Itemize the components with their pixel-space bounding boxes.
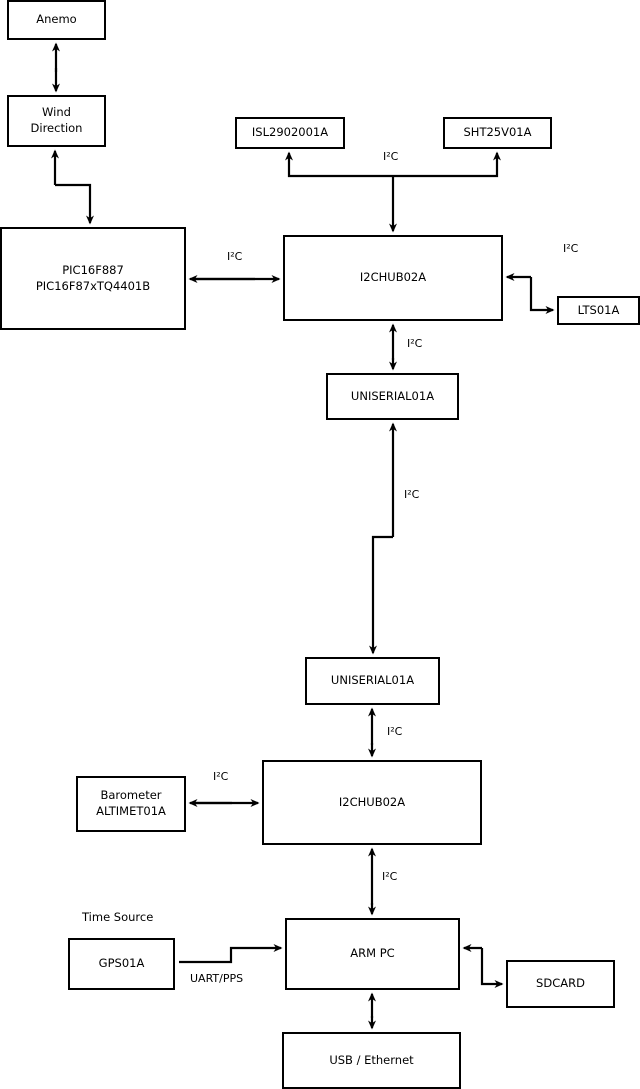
node-isl2902001a-label: ISL2902001A [251, 125, 329, 140]
node-sht25v01a[interactable]: SHT25V01A [443, 117, 552, 149]
node-uniserial01a-upper-label: UNISERIAL01A [350, 388, 435, 403]
edge-label-i2c-hub-uniserial: I²C [407, 337, 423, 350]
node-wind-direction-label-line1: Wind [42, 105, 71, 120]
node-gps01a[interactable]: GPS01A [68, 938, 175, 990]
node-barometer-label-line1: Barometer [100, 788, 162, 803]
node-usb-ethernet[interactable]: USB / Ethernet [282, 1032, 461, 1089]
edge-label-i2c-bus-tree: I²C [383, 150, 399, 163]
node-wind-direction-label-line2: Direction [30, 121, 83, 135]
wire-bus-to-sht [393, 151, 501, 178]
node-arm-pc-label: ARM PC [350, 946, 395, 961]
wire-hub-to-lts [529, 277, 555, 314]
edge-label-uart-pps: UART/PPS [190, 972, 244, 985]
wire-bus-to-isl [285, 151, 393, 178]
node-i2chub02a-top-label: I2CHUB02A [359, 270, 427, 285]
edge-label-i2c-uniserial-hub2: I²C [387, 725, 403, 738]
node-sdcard-label: SDCARD [536, 976, 585, 991]
edge-label-i2c-hub-lts: I²C [563, 242, 579, 255]
node-lts01a-label: LTS01A [577, 302, 620, 317]
node-usb-ethernet-label: USB / Ethernet [329, 1052, 414, 1067]
node-gps01a-label: GPS01A [98, 956, 145, 971]
edge-label-i2c-barometer-hub2: I²C [213, 770, 229, 783]
node-lts01a[interactable]: LTS01A [557, 296, 640, 325]
edge-label-i2c-pic-hub: I²C [227, 250, 243, 263]
node-uniserial01a-lower[interactable]: UNISERIAL01A [305, 657, 440, 705]
node-anemo[interactable]: Anemo [7, 0, 106, 40]
node-barometer-altimet01a[interactable]: Barometer ALTIMET01A [76, 776, 186, 832]
node-i2chub02a-bottom-label: I2CHUB02A [338, 794, 406, 809]
edge-label-i2c-uniserial-link: I²C [404, 488, 420, 501]
node-wind-direction[interactable]: Wind Direction [7, 95, 106, 147]
node-uniserial01a-upper[interactable]: UNISERIAL01A [326, 373, 459, 420]
node-pic-label-line2: PIC16F87xTQ4401B [35, 278, 151, 293]
node-i2chub02a-bottom[interactable]: I2CHUB02A [262, 760, 482, 845]
wire-upper-to-lower-uniserial [369, 535, 393, 655]
node-uniserial01a-lower-label: UNISERIAL01A [330, 673, 415, 688]
node-isl2902001a[interactable]: ISL2902001A [235, 117, 345, 149]
node-pic-label-line1: PIC16F887 [62, 262, 124, 277]
node-anemo-label: Anemo [36, 12, 77, 27]
node-sdcard[interactable]: SDCARD [506, 960, 615, 1008]
node-pic-microcontroller[interactable]: PIC16F887 PIC16F87xTQ4401B [0, 227, 186, 330]
node-sht25v01a-label: SHT25V01A [463, 125, 532, 140]
edge-label-i2c-hub2-arm: I²C [382, 870, 398, 883]
node-i2chub02a-top[interactable]: I2CHUB02A [283, 235, 503, 321]
wire-wind-to-pic [55, 183, 94, 225]
wire-gps-to-arm [179, 944, 283, 964]
wire-arm-to-sdcard [480, 948, 504, 988]
node-barometer-label-line2: ALTIMET01A [96, 804, 166, 818]
node-arm-pc[interactable]: ARM PC [285, 918, 460, 990]
label-time-source: Time Source [82, 910, 154, 924]
